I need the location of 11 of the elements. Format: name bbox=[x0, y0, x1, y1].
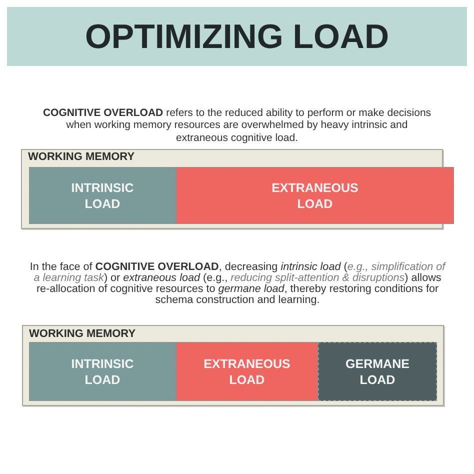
load-block: INTRINSIC LOAD bbox=[29, 167, 176, 224]
memory-panel bbox=[22, 325, 444, 406]
load-block: EXTRANEOUS LOAD bbox=[176, 167, 454, 224]
load-block: GERMANE LOAD bbox=[318, 342, 437, 401]
body-paragraph: COGNITIVE OVERLOAD refers to the reduced ability to perform or make decisions when working memory resources are overwhelmed by heavy intrinsic and extraneous cognitive load. bbox=[42, 107, 432, 144]
title: OPTIMIZING LOAD bbox=[84, 18, 390, 56]
load-block: EXTRANEOUS LOAD bbox=[176, 342, 318, 401]
panel-heading: WORKING MEMORY bbox=[29, 328, 136, 340]
load-block: INTRINSIC LOAD bbox=[29, 342, 176, 401]
body-paragraph: In the face of COGNITIVE OVERLOAD, decreasing intrinsic load (e.g., simplification of a learning task) or extraneous load (e.g., reducing split-attention & disruptions) allows re-allocation of cognitive resources to germane load, thereby restoring conditions for schema construction and learning. bbox=[28, 262, 447, 306]
panel-heading: WORKING MEMORY bbox=[28, 151, 135, 163]
